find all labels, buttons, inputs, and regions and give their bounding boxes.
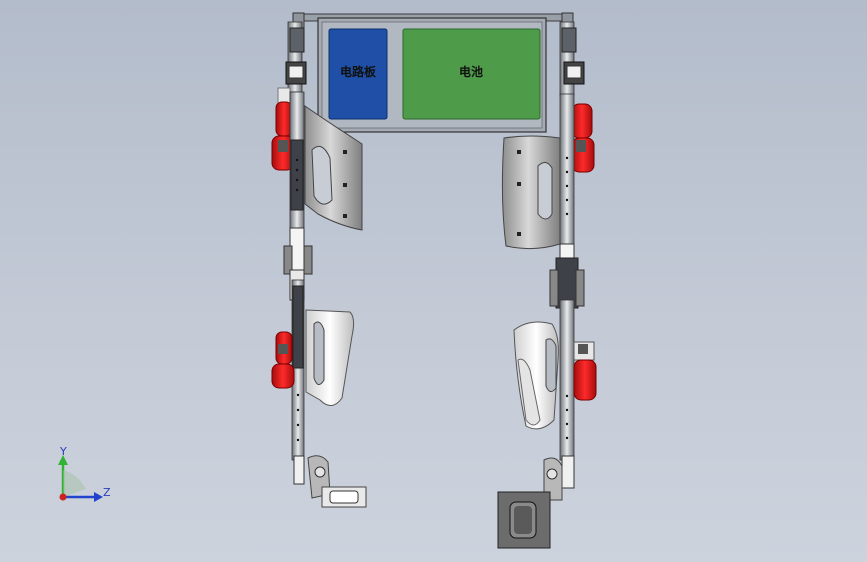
- circuit-board-label: 电路板: [340, 64, 377, 79]
- circuit-board-panel: [328, 28, 388, 120]
- left-leg: [271, 21, 367, 508]
- axis-z-arrow-icon: [94, 492, 103, 502]
- battery-panel: [402, 28, 541, 120]
- circuit-board: 电路板: [328, 28, 388, 120]
- axis-origin-icon: [59, 493, 67, 501]
- axis-y-arrow-icon: [58, 455, 68, 465]
- battery-label: 电池: [459, 64, 483, 79]
- axis-triad: Y Z: [58, 445, 111, 502]
- battery: 电池: [402, 28, 541, 120]
- right-leg: [497, 21, 597, 549]
- axis-z-label: Z: [103, 486, 111, 499]
- axis-y-label: Y: [59, 445, 67, 458]
